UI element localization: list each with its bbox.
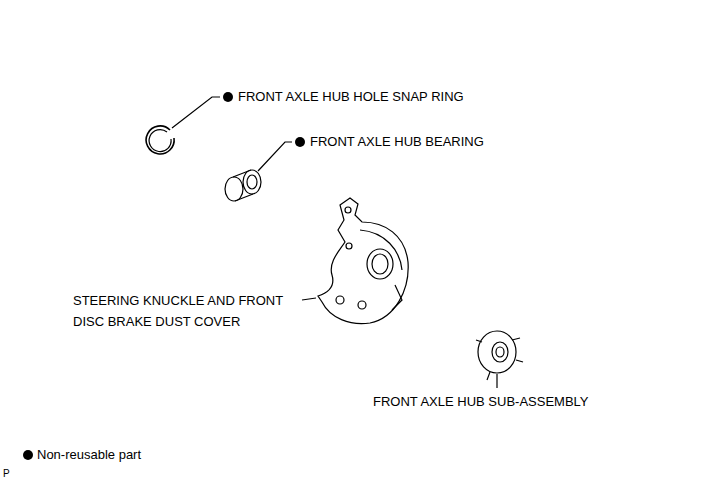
non-reusable-mark [295, 137, 305, 147]
non-reusable-mark [223, 92, 233, 102]
part-name: FRONT AXLE HUB HOLE SNAP RING [238, 89, 464, 105]
steering-knuckle [318, 198, 408, 324]
legend-mark [23, 450, 33, 460]
snap-ring-inner [149, 130, 171, 152]
snap-ring [146, 126, 174, 154]
part-name: STEERING KNUCKLE AND FRONT DISC BRAKE DU… [73, 290, 309, 332]
axle-hub [476, 331, 523, 380]
figure-code: P [3, 468, 10, 480]
leader-line [302, 298, 316, 300]
leader-line [258, 142, 292, 171]
leader-line [172, 97, 220, 128]
legend-text: Non-reusable part [37, 447, 141, 463]
part-name: FRONT AXLE HUB BEARING [310, 134, 484, 150]
part-name: FRONT AXLE HUB SUB-ASSEMBLY [373, 394, 589, 410]
leader-line [496, 374, 497, 388]
bearing [225, 170, 261, 201]
